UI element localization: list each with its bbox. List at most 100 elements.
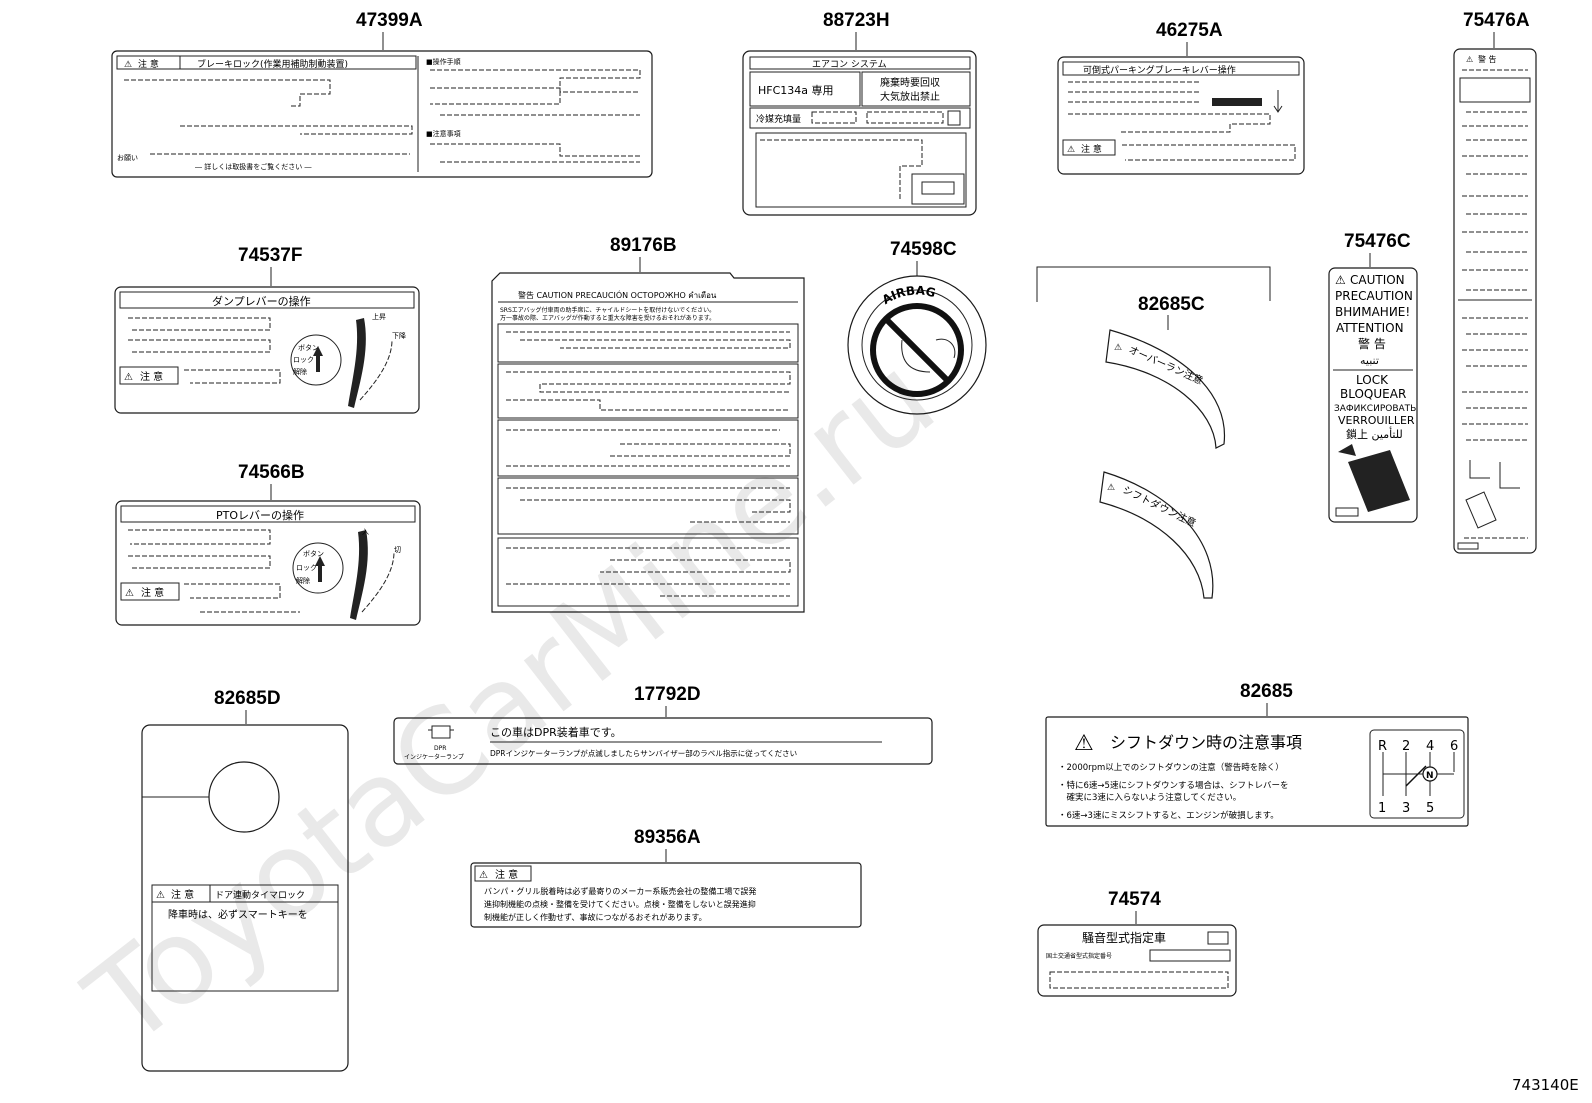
arrow-icon <box>1338 444 1356 456</box>
neutral-marker <box>1422 766 1438 782</box>
label-75476A[interactable]: 75476A ⚠ 警 告 <box>1453 10 1537 554</box>
label-46275A[interactable]: 46275A 可倒式パーキングブレーキレバー操作 ⚠ 注 意 <box>1057 20 1305 175</box>
part-number: 88723H <box>823 10 890 31</box>
lever-icon <box>1212 98 1262 106</box>
label-75476C[interactable]: 75476C ⚠ CAUTION PRECAUTION ВНИМАНИЕ! AT… <box>1328 231 1418 523</box>
motion-path <box>361 551 395 613</box>
subheading: ■注意事項 <box>426 129 461 138</box>
prohibited-shift-arrow <box>1405 765 1427 787</box>
label-outline <box>1057 56 1305 175</box>
caution-box <box>119 366 179 385</box>
side-text: お願い <box>117 154 138 162</box>
part-number: 74598C <box>890 239 957 260</box>
title-bar <box>120 505 416 523</box>
label-47399A[interactable]: 47399A ⚠ 注 意 ブレーキロック(作業用補助制動装置) ■操作手順 ■注… <box>111 10 653 178</box>
text-panel <box>497 537 799 607</box>
label-88723H[interactable]: 88723H エアコン システム HFC134a 専用 廃棄時要回収 大気放出禁… <box>742 10 977 216</box>
label-89356A[interactable]: 89356A ⚠ 注 意 バンパ・グリル脱着時は必ず最寄りのメーカー系販売会社の… <box>470 827 862 928</box>
panel <box>1459 77 1531 103</box>
label-74574[interactable]: 74574 騒音型式指定車 国土交通省型式指定番号 <box>1037 889 1237 997</box>
label-outline <box>1328 267 1418 523</box>
body-line: ・2000rpm以上でのシフトダウンの注意（警告時を除く） <box>1058 762 1284 773</box>
part-number: 75476C <box>1344 231 1411 252</box>
decal-outline <box>1105 329 1226 449</box>
gear-label: 2 <box>1402 739 1410 754</box>
warning-icon: ⚠ <box>125 588 134 599</box>
caution-text: 注 意 <box>495 868 518 881</box>
decal-text: シフトダウン注意 <box>1121 483 1199 530</box>
field-box <box>1207 931 1229 945</box>
label-89176B[interactable]: 89176B 警告 CAUTION PRECAUCIÓN OСТОРОЖНО ค… <box>491 235 805 613</box>
part-number: 82685 <box>1240 681 1293 702</box>
warning-icon: ⚠ <box>1466 55 1473 64</box>
label-title: 騒音型式指定車 <box>1082 930 1166 945</box>
label-title: ブレーキロック(作業用補助制動装置) <box>197 58 348 70</box>
gear-label: 1 <box>1378 801 1386 816</box>
label-title: PTOレバーの操作 <box>216 508 304 522</box>
diagram-id: 743140E <box>1512 1076 1579 1094</box>
label-74537F[interactable]: 74537F ダンプレバーの操作 ⚠ 注 意 ボタン ロック 解除 上昇 下降 <box>114 245 420 414</box>
sub-label: 国土交通省型式指定番号 <box>1046 952 1112 960</box>
footer-text: ― 詳しくは取扱書をご覧ください ― <box>195 162 311 171</box>
label-outline <box>115 500 421 626</box>
motion-path <box>359 339 393 401</box>
arrow-icon <box>1273 90 1283 113</box>
caution-box <box>1062 139 1116 156</box>
label-outline <box>1453 48 1537 554</box>
gear-label: 3 <box>1402 801 1410 816</box>
disposal-note: 廃棄時要回収 <box>880 76 940 89</box>
dpr-indicator-icon <box>428 725 454 739</box>
warning-icon: ⚠ <box>124 60 132 70</box>
label-74598C[interactable]: 74598C AIRBAG <box>847 239 987 415</box>
label-82685[interactable]: 82685 ⚠ シフトダウン時の注意事項 ・2000rpm以上でのシフトダウンの… <box>1045 681 1469 827</box>
lower-text: 下降 <box>392 331 406 340</box>
field-box <box>811 111 857 124</box>
header-text: 警告 CAUTION PRECAUCIÓN OСТОРОЖНО คำเตือน <box>518 289 717 300</box>
label-82685D[interactable]: 82685D ⚠ 注 意 ドア連動タイマロック 降車時は、必ずスマートキーを <box>141 688 349 1072</box>
button-text: ボタン <box>303 549 324 558</box>
caution-line: ATTENTION <box>1336 321 1404 335</box>
text-line <box>1068 81 1296 161</box>
gear-label: 6 <box>1450 739 1458 754</box>
field-box <box>1457 542 1479 550</box>
decal-outline <box>1099 471 1214 599</box>
lever-knob <box>290 334 342 386</box>
label-outline <box>114 286 420 414</box>
warning-icon: ⚠ <box>1067 145 1075 155</box>
text-line <box>430 69 641 163</box>
watermark: ToyotaCarMine.ru <box>61 329 959 1073</box>
part-number: 82685C <box>1138 294 1205 315</box>
label-title: 可倒式パーキングブレーキレバー操作 <box>1083 64 1236 76</box>
label-title: ダンプレバーの操作 <box>212 294 311 308</box>
label-outline <box>393 717 933 765</box>
bracket-line <box>1036 266 1271 302</box>
hang-tag-outline <box>141 724 349 1072</box>
gear-label: R <box>1378 739 1387 754</box>
label-74566B[interactable]: 74566B PTOレバーの操作 ⚠ 注 意 ボタン ロック 解除 入 切 <box>115 462 421 626</box>
text-line <box>128 317 281 384</box>
part-number: 75476A <box>1463 10 1530 31</box>
label-outline <box>847 275 987 415</box>
part-number: 74537F <box>238 245 302 266</box>
part-number: 17792D <box>634 684 701 705</box>
label-82685C[interactable]: 82685C オーバーラン注意 ⚠ シフトダウン注意 ⚠ <box>1036 266 1271 599</box>
label-17792D[interactable]: 17792D DPR インジケーターランプ この車はDPR装着車です。 DPRイ… <box>393 684 933 765</box>
gear-label: 5 <box>1426 801 1434 816</box>
lever-knob <box>292 542 344 594</box>
body-line: 進抑制機能の点検・整備を受けてください。点検・整備をしないと誤発進抑 <box>484 899 756 909</box>
title-bar <box>119 291 415 309</box>
raise-text: 上昇 <box>372 312 386 321</box>
part-number: 74574 <box>1108 889 1161 910</box>
caution-box <box>474 865 532 882</box>
part-number: 89356A <box>634 827 701 848</box>
arrow-icon <box>315 556 325 582</box>
text-line <box>128 529 300 613</box>
part-number: 46275A <box>1156 20 1223 41</box>
caution-line: تنبيه <box>1360 354 1379 367</box>
title-bar <box>116 55 417 70</box>
cell <box>749 71 861 107</box>
text-panel <box>497 419 799 477</box>
lock-text: ロック <box>293 356 314 364</box>
lock-line: BLOQUEAR <box>1340 387 1406 401</box>
